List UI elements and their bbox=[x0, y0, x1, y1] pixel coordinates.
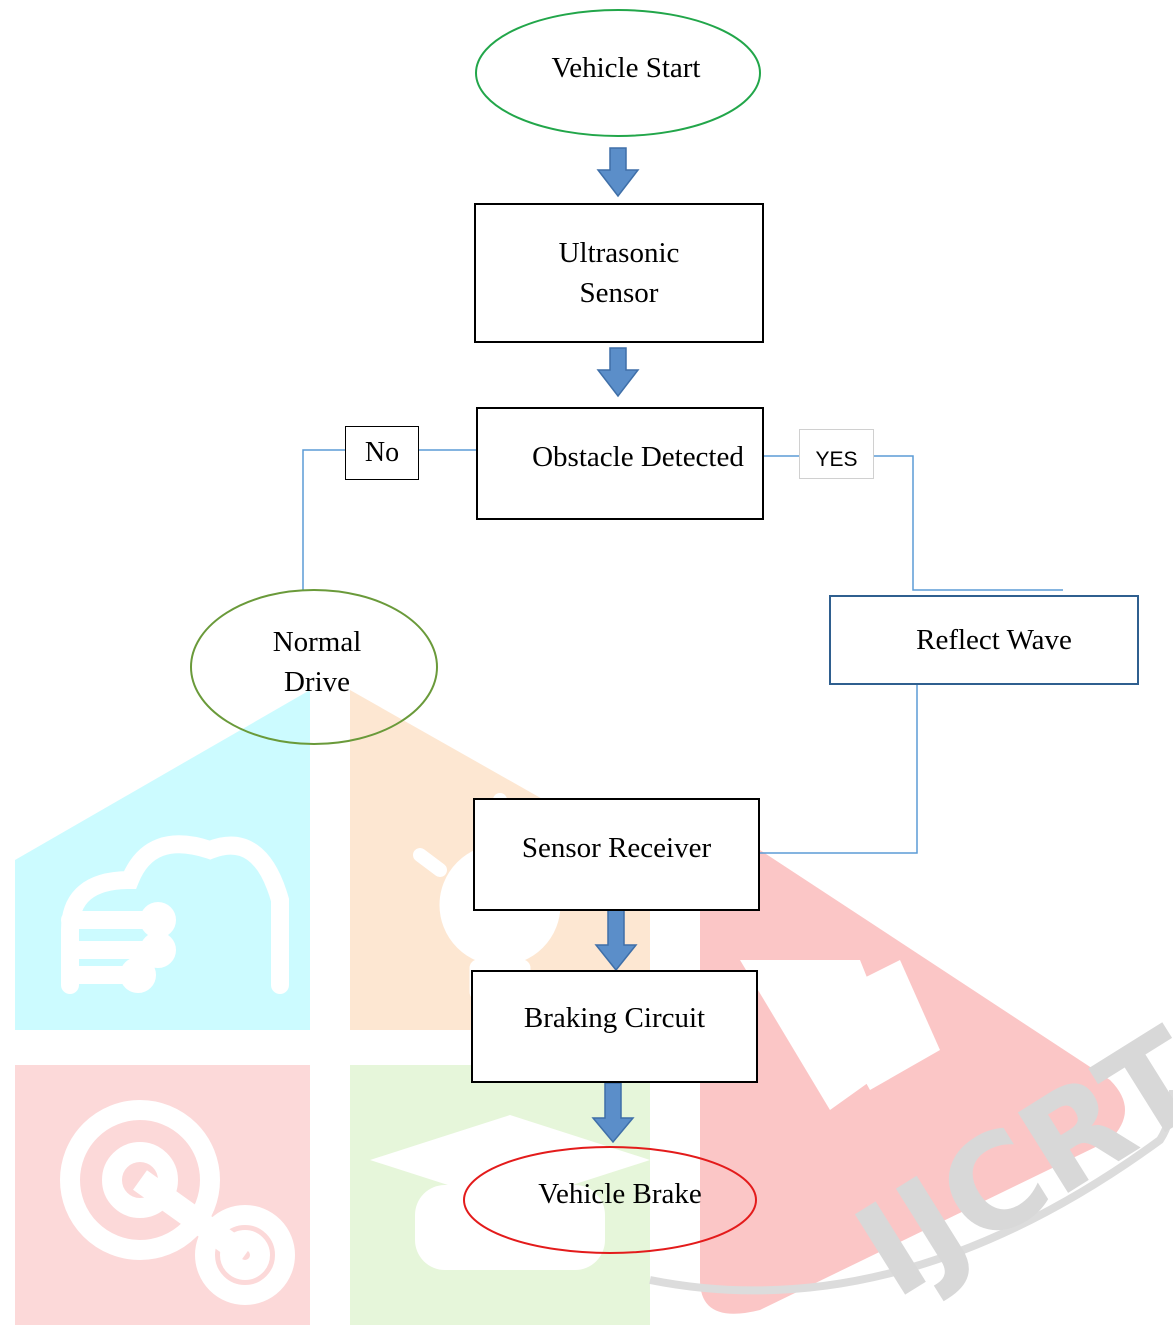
normal-drive-line1: Normal bbox=[272, 626, 362, 658]
arrow-receiver-to-braking bbox=[594, 909, 638, 972]
sensor-line1: Ultrasonic bbox=[558, 237, 680, 269]
yes-label: YES bbox=[815, 448, 858, 471]
sensor-receiver-box: Sensor Receiver bbox=[473, 798, 760, 911]
watermark-gear-icon bbox=[60, 1100, 295, 1305]
yes-label-box: YES bbox=[799, 429, 874, 479]
brake-oval bbox=[463, 1146, 757, 1254]
arrow-sensor-to-obstacle bbox=[596, 347, 640, 398]
normal-drive-line2: Drive bbox=[283, 666, 351, 698]
braking-circuit-box: Braking Circuit bbox=[471, 970, 758, 1083]
no-label: No bbox=[364, 437, 400, 468]
sensor-line2: Sensor bbox=[579, 277, 659, 309]
ultrasonic-sensor-box: Ultrasonic Sensor bbox=[474, 203, 764, 343]
braking-text: Braking Circuit bbox=[523, 1002, 706, 1034]
normal-drive-label: Normal Drive bbox=[217, 620, 417, 704]
arrow-start-to-sensor bbox=[596, 147, 640, 198]
no-label-box: No bbox=[345, 426, 419, 480]
watermark-book-icon bbox=[740, 960, 940, 1110]
start-text: Vehicle Start bbox=[551, 52, 701, 84]
arrow-braking-to-brake bbox=[591, 1082, 635, 1144]
reflect-text: Reflect Wave bbox=[916, 624, 1072, 656]
normal-drive-oval bbox=[190, 589, 438, 745]
brake-text: Vehicle Brake bbox=[538, 1178, 702, 1210]
brake-label: Vehicle Brake bbox=[470, 1172, 770, 1216]
watermark-cloud-icon bbox=[61, 835, 289, 994]
watermark-swoosh bbox=[649, 1089, 1173, 1295]
connector-yes-to-reflect bbox=[873, 455, 1063, 591]
obstacle-detected-box: Obstacle Detected bbox=[476, 407, 764, 520]
connector-reflect-to-receiver bbox=[760, 684, 918, 854]
reflect-wave-box: Reflect Wave bbox=[829, 595, 1139, 685]
start-label: Vehicle Start bbox=[476, 40, 776, 96]
receiver-text: Sensor Receiver bbox=[521, 832, 712, 864]
start-oval bbox=[475, 9, 761, 137]
connector-no-to-normal bbox=[302, 449, 346, 590]
obstacle-text: Obstacle Detected bbox=[532, 441, 744, 473]
